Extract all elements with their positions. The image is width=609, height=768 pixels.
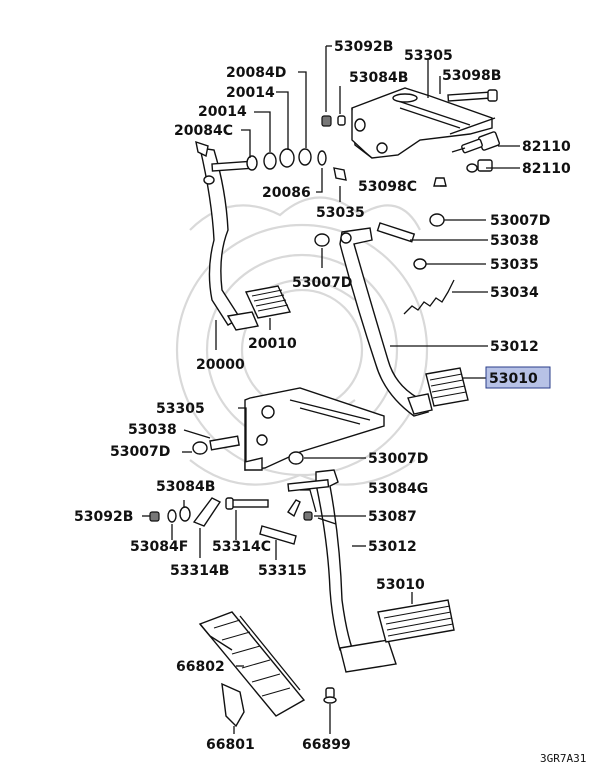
label-53314c: 53314C bbox=[212, 539, 271, 555]
label-66802: 66802 bbox=[176, 659, 225, 675]
drawing-code: 3GR7A31 bbox=[540, 752, 586, 765]
washer-53084f bbox=[167, 509, 177, 523]
label-53010-b: 53010 bbox=[376, 577, 425, 593]
clutch-pad-cover-20010 bbox=[244, 285, 292, 319]
link-53314b bbox=[192, 497, 222, 527]
clip-53035-upper bbox=[333, 167, 347, 181]
bushing-53007d-right bbox=[429, 213, 445, 227]
brake-pedal-pad-lower bbox=[339, 639, 397, 673]
label-20086: 20086 bbox=[262, 185, 311, 201]
label-53007d-d: 53007D bbox=[368, 451, 428, 467]
nut-53092b-lower bbox=[149, 511, 160, 522]
footrest-66802 bbox=[198, 611, 306, 717]
label-82110-b: 82110 bbox=[522, 161, 571, 177]
label-53007d-c: 53007D bbox=[110, 444, 170, 460]
collar-53038-lower bbox=[209, 435, 240, 451]
label-53305-b: 53305 bbox=[156, 401, 205, 417]
label-82110-a: 82110 bbox=[522, 139, 571, 155]
bolt-66899 bbox=[323, 687, 337, 704]
pin-53314c bbox=[225, 497, 269, 510]
label-53314b: 53314B bbox=[170, 563, 229, 579]
brake-pedal-arm-lower bbox=[287, 469, 353, 651]
label-53092b-b: 53092B bbox=[74, 509, 133, 525]
label-53012-a: 53012 bbox=[490, 339, 539, 355]
label-20000: 20000 bbox=[196, 357, 245, 373]
label-53035-a: 53035 bbox=[316, 205, 365, 221]
label-53305-top: 53305 bbox=[404, 48, 453, 64]
label-66801: 66801 bbox=[206, 737, 255, 753]
bracket-66801 bbox=[221, 682, 245, 728]
brake-pad-cover-upper-53010 bbox=[425, 367, 469, 407]
brake-pad-cover-lower-53010 bbox=[377, 599, 455, 643]
switch-82110-upper bbox=[451, 131, 500, 154]
washer-53084b-lower bbox=[179, 506, 191, 522]
lower-pedal-bracket bbox=[244, 387, 385, 471]
label-20084d: 20084D bbox=[226, 65, 286, 81]
switch-82110-lower bbox=[466, 159, 493, 173]
pin-53087-line bbox=[317, 517, 337, 525]
label-53084b-b: 53084B bbox=[156, 479, 215, 495]
brake-pedal-pad-upper bbox=[407, 393, 433, 415]
label-53010-highlighted[interactable]: 53010 bbox=[489, 371, 538, 387]
label-53092b-top: 53092B bbox=[334, 39, 393, 55]
label-53035-b: 53035 bbox=[490, 257, 539, 273]
label-53012-b: 53012 bbox=[368, 539, 417, 555]
bolt-53098b bbox=[447, 89, 498, 102]
nut-53098c bbox=[433, 177, 447, 187]
clip-53084g bbox=[287, 499, 301, 518]
bushing-53007d-lower-left bbox=[192, 441, 208, 455]
label-53084f: 53084F bbox=[130, 539, 188, 555]
nut-53087 bbox=[303, 511, 313, 521]
clip-53035-mid bbox=[413, 258, 427, 270]
leader-lines bbox=[142, 45, 520, 734]
label-53098b: 53098B bbox=[442, 68, 501, 84]
part-labels: 53092B 53305 20084D 53084B 53098B 20014 … bbox=[74, 39, 571, 753]
label-53084b-top: 53084B bbox=[349, 70, 408, 86]
clutch-pedal-pad bbox=[226, 311, 259, 331]
label-53007d-a: 53007D bbox=[490, 213, 550, 229]
spring-53034 bbox=[403, 279, 455, 315]
label-53007d-b: 53007D bbox=[292, 275, 352, 291]
highlight-box bbox=[485, 366, 551, 389]
label-53038-b: 53038 bbox=[128, 422, 177, 438]
clutch-shaft-parts bbox=[211, 148, 327, 172]
collar-53038 bbox=[376, 222, 416, 243]
label-66899: 66899 bbox=[302, 737, 351, 753]
brake-pedal-arm-upper bbox=[339, 227, 430, 417]
plate-53315 bbox=[259, 525, 297, 545]
label-53038-a: 53038 bbox=[490, 233, 539, 249]
label-20084c: 20084C bbox=[174, 123, 233, 139]
label-53034: 53034 bbox=[490, 285, 539, 301]
label-53315: 53315 bbox=[258, 563, 307, 579]
label-20014-a: 20014 bbox=[226, 85, 275, 101]
label-20010: 20010 bbox=[248, 336, 297, 352]
label-53087: 53087 bbox=[368, 509, 417, 525]
label-53084g: 53084G bbox=[368, 481, 428, 497]
bushing-53007d-left bbox=[314, 233, 330, 247]
upper-pedal-bracket bbox=[351, 87, 496, 159]
bushing-53007d-lower-right bbox=[288, 451, 304, 465]
nut-washer-stack-top bbox=[321, 115, 346, 127]
label-20014-b: 20014 bbox=[198, 104, 247, 120]
label-53098c: 53098C bbox=[358, 179, 417, 195]
clutch-pedal-arm bbox=[195, 140, 241, 326]
